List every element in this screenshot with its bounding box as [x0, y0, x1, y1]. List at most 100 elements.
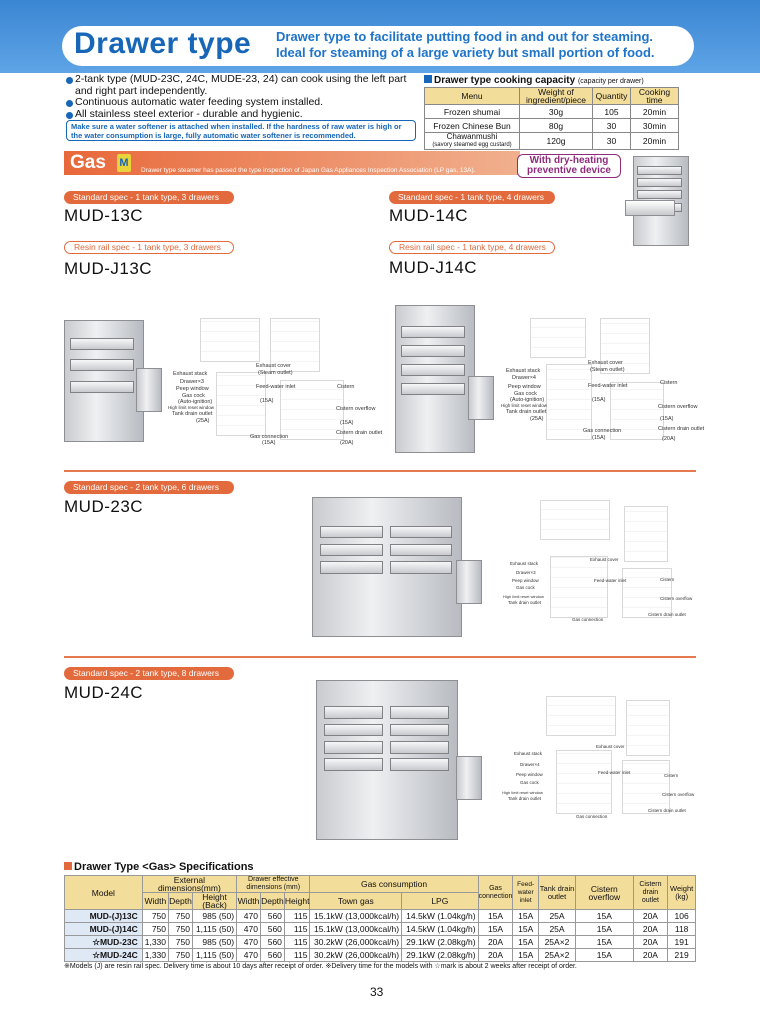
drawer-depth-cell: 560 — [259, 922, 285, 936]
label-cistern-overflow-size: (15A) — [340, 420, 354, 426]
table-subheader: Height (Back) — [191, 892, 238, 910]
label-exhaust-stack: Exhaust stack — [506, 368, 541, 374]
inspection-mark-icon: M — [117, 154, 131, 172]
time-cell: 20min — [630, 104, 679, 119]
label-steam-outlet: (Steam outlet) — [258, 370, 293, 376]
weight-cell: 80g — [519, 118, 593, 133]
gas-connection-cell: 20A — [477, 935, 514, 949]
label-exhaust-cover: Exhaust cover — [596, 744, 625, 749]
label-exhaust-stack: Exhaust stack — [173, 371, 208, 377]
mud-24c-side-view-diagram — [626, 700, 670, 756]
table-row: MUD-(J)13C 750 750 985 (50) 470 560 115 … — [64, 909, 696, 923]
drawer-front — [69, 337, 134, 350]
spec-pill-24c: Standard spec - 2 tank type, 8 drawers — [64, 667, 234, 680]
menu-cell: Chawanmushi(savory steamed egg custard) — [424, 132, 520, 150]
label-cistern-drain: Cistern drain outlet — [336, 430, 383, 436]
label-cistern-overflow: Cistern overflow — [658, 404, 698, 410]
mud-23c-side-detail-diagram — [622, 568, 672, 618]
label-cistern-drain: Cistern drain outlet — [648, 808, 686, 813]
label-gas-connection: Gas connection — [572, 617, 604, 622]
cistern-box — [468, 376, 494, 420]
subtitle-line-2: Ideal for steaming of a large variety bu… — [276, 45, 655, 60]
drawer-front — [320, 561, 383, 574]
model-cell: ☆MUD-24C — [64, 948, 143, 962]
table-header: Drawer effective dimensions (mm) — [236, 875, 311, 893]
town-gas-cell: 30.2kW (26,000kcal/h) — [309, 935, 403, 949]
height-cell: 1,115 (50) — [191, 948, 238, 962]
weight-cell: 191 — [667, 935, 696, 949]
mud-23c-front-view-diagram — [550, 556, 608, 618]
label-exhaust-cover: Exhaust cover — [590, 557, 619, 562]
table-header: Weight of ingredient/piece — [519, 87, 593, 105]
label-cistern-overflow: Cistern overflow — [336, 406, 376, 412]
drawer-front — [389, 723, 449, 737]
label-feed-water: Feed-water inlet — [588, 383, 628, 389]
label-gas-cock: Gas cock — [514, 391, 537, 397]
model-name-mud-24c: MUD-24C — [64, 683, 144, 702]
feature-list: 2-tank type (MUD-23C, 24C, MUDE-23, 24) … — [66, 73, 416, 120]
drawer-width-cell: 470 — [236, 909, 261, 923]
label-gas-connection: Gas connection — [250, 434, 289, 440]
qty-cell: 30 — [592, 118, 631, 133]
menu-cell: Frozen Chinese Bun — [424, 118, 520, 133]
label-feed-water-size: (15A) — [260, 398, 274, 404]
mud-23c-side-view-diagram — [624, 506, 668, 562]
capacity-table: Menu Weight of ingredient/piece Quantity… — [424, 87, 679, 150]
label-gas-connection-size: (15A) — [262, 440, 276, 446]
model-cell: ☆MUD-23C — [64, 935, 143, 949]
drawer-front — [389, 741, 449, 754]
table-row: MUD-(J)14C 750 750 1,115 (50) 470 560 11… — [64, 922, 696, 936]
table-row: ☆MUD-24C 1,330 750 1,115 (50) 470 560 11… — [64, 948, 696, 962]
label-cistern-drain: Cistern drain outlet — [648, 612, 686, 617]
label-cistern-drain-size: (20A) — [662, 436, 676, 442]
dry-heating-badge: With dry-heating preventive device — [517, 154, 621, 178]
cistern-box — [456, 560, 482, 604]
width-cell: 1,330 — [141, 935, 170, 949]
badge-line-1: With dry-heating — [529, 155, 609, 166]
model-name-mud-23c: MUD-23C — [64, 497, 144, 516]
label-tank-drain: Tank drain outlet — [506, 409, 547, 415]
table-header: Model — [64, 875, 143, 910]
spec-pill-23c: Standard spec - 2 tank type, 6 drawers — [64, 481, 234, 494]
drawer-front — [400, 326, 465, 339]
mud-24c-side-detail-diagram — [622, 760, 670, 814]
label-gas-connection-size: (15A) — [592, 435, 606, 441]
cistern-overflow-cell: 15A — [575, 948, 634, 962]
lpg-cell: 14.5kW (1.04kg/h) — [401, 909, 479, 923]
label-drawer: Drawer×4 — [520, 762, 540, 767]
badge-line-2: preventive device — [527, 165, 611, 176]
depth-cell: 750 — [168, 948, 193, 962]
drawer-front — [324, 706, 383, 719]
drawer-front — [324, 741, 383, 754]
town-gas-cell: 15.1kW (13,000kcal/h) — [309, 909, 403, 923]
drawer-height-cell: 115 — [283, 935, 311, 949]
label-cistern: Cistern — [660, 577, 675, 582]
drawer-front — [324, 723, 383, 737]
label-feed-water: Feed-water inlet — [598, 770, 631, 775]
cistern-drain-cell: 20A — [632, 922, 669, 936]
mud-14c-top-view-diagram — [530, 318, 586, 358]
menu-cell: Frozen shumai — [424, 104, 520, 119]
section-divider — [64, 656, 696, 658]
label-high-limit: High limit reset window — [502, 790, 543, 795]
drawer-front — [637, 165, 682, 175]
spec-title-text: Drawer Type <Gas> Specifications — [74, 861, 254, 873]
model-name-mud-j13c: MUD-J13C — [64, 259, 153, 278]
cistern-overflow-cell: 15A — [575, 909, 634, 923]
time-cell: 30min — [630, 118, 679, 133]
label-drawer: Drawer×4 — [512, 375, 536, 381]
spec-table: Model External dimensions(mm) Drawer eff… — [64, 875, 696, 962]
qty-cell: 105 — [592, 104, 631, 119]
page-title: Drawer type — [74, 27, 252, 60]
weight-cell: 120g — [519, 132, 593, 150]
height-cell: 985 (50) — [191, 935, 238, 949]
label-peep-window: Peep window — [516, 772, 543, 777]
drawer-front — [400, 345, 465, 358]
drawer-front — [400, 364, 465, 377]
gas-connection-cell: 20A — [477, 948, 514, 962]
drawer-front — [389, 543, 453, 556]
label-gas-cock: Gas cock — [182, 393, 205, 399]
mud-13c-side-view-diagram — [270, 318, 320, 372]
cistern-drain-cell: 20A — [632, 909, 669, 923]
mud-13c-image — [64, 320, 144, 442]
